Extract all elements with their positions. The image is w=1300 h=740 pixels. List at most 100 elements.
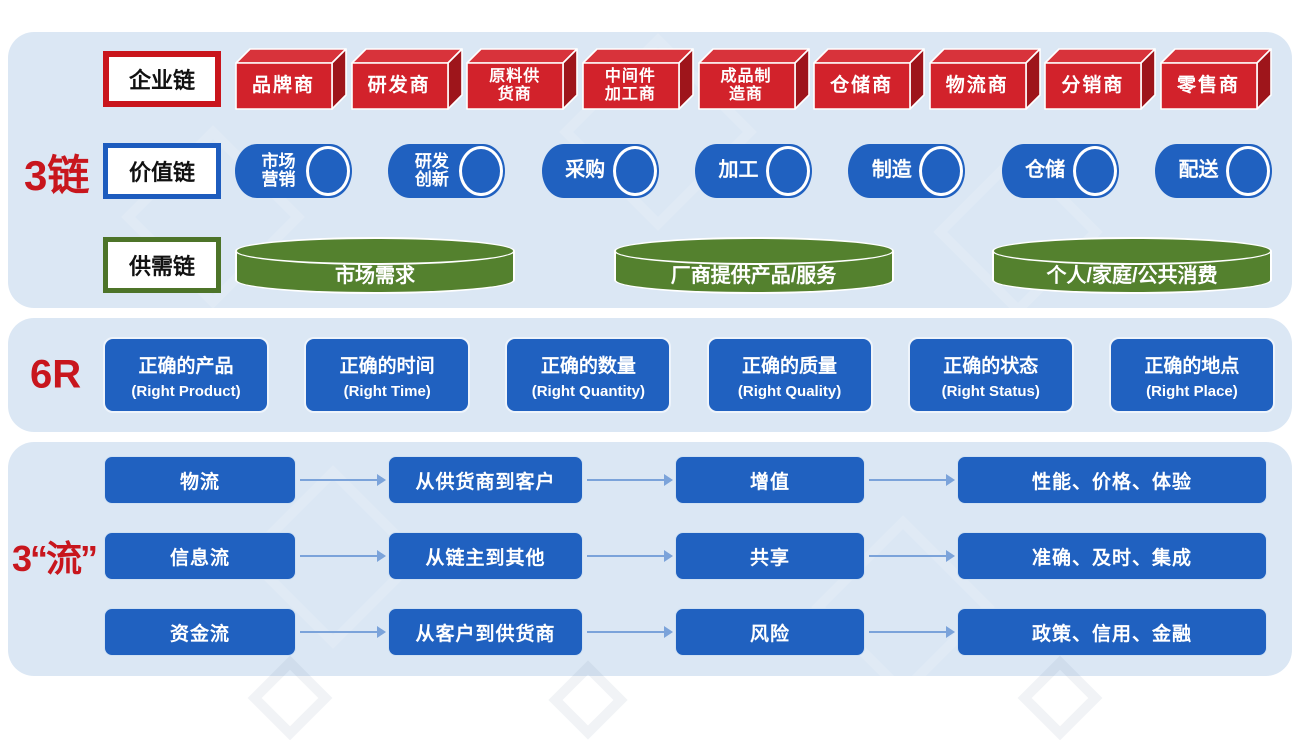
six-r-card: 正确的质量 (Right Quality) [706, 337, 873, 413]
arrow-right-icon [869, 474, 955, 486]
cube-label: 成品制 造商 [720, 68, 772, 103]
flow-box: 从客户到供货商 [388, 608, 583, 656]
flow-box: 资金流 [104, 608, 296, 656]
value-cylinder: 采购 [541, 144, 659, 198]
six-r-english: (Right Status) [941, 382, 1040, 400]
cylinder-cap-icon [612, 146, 657, 196]
enterprise-cube-strip: 品牌商 研发商 原料供 货商 中间件 加工商 成品制 造商 仓储商 [235, 48, 1272, 110]
supply-disk: 厂商提供产品/服务 [613, 236, 894, 294]
panel-six-r: 6R 正确的产品 (Right Product) 正确的时间 (Right Ti… [8, 318, 1292, 432]
supply-disk: 个人/家庭/公共消费 [992, 236, 1272, 294]
six-r-chinese: 正确的数量 [540, 355, 636, 377]
arrow-right-icon [300, 550, 386, 562]
arrow-right-icon [300, 626, 386, 638]
panel-three-flows: 3“流” 物流 从供货商到客户 增值 性能、价格、体验 信息流 从链主到其他 共… [8, 442, 1292, 699]
enterprise-chain-label: 企业链 [103, 51, 221, 107]
cylinder-cap-icon [1072, 146, 1117, 196]
flow-row-capital: 资金流 从客户到供货商 风险 政策、信用、金融 [104, 608, 1267, 656]
cube-3d-icon [466, 48, 579, 110]
cylinder-label: 制造 [871, 159, 912, 182]
panel-three-chains: 3链 企业链 品牌商 研发商 原料供 货商 中间件 加工商 成品制 造商 [8, 32, 1292, 317]
enterprise-cube: 品牌商 [235, 48, 347, 110]
cube-label: 仓储商 [830, 75, 894, 97]
enterprise-cube: 成品制 造商 [697, 48, 810, 110]
value-cylinder: 制造 [848, 144, 966, 198]
cube-label: 研发商 [367, 75, 431, 97]
cube-3d-icon [928, 48, 1041, 110]
cylinder-label: 加工 [718, 159, 759, 182]
enterprise-chain-row: 企业链 品牌商 研发商 原料供 货商 中间件 加工商 成品制 造商 [103, 45, 1272, 113]
flow-box: 准确、及时、集成 [957, 532, 1267, 580]
enterprise-cube: 仓储商 [813, 48, 925, 110]
cube-label: 分销商 [1061, 75, 1125, 97]
enterprise-cube: 分销商 [1044, 48, 1157, 110]
enterprise-cube: 中间件 加工商 [582, 48, 694, 110]
six-r-card: 正确的地点 (Right Place) [1108, 337, 1275, 413]
flow-row-information: 信息流 从链主到其他 共享 准确、及时、集成 [104, 532, 1267, 580]
arrow-right-icon [869, 626, 955, 638]
disk-top-icon [613, 236, 894, 265]
value-chain-label: 价值链 [103, 143, 221, 199]
value-cylinder-strip: 市场 营销 研发 创新 采购 加工 制造 仓储 [235, 144, 1272, 198]
section-label-six-r: 6R [30, 352, 82, 397]
cylinder-cap-icon [765, 146, 810, 196]
flow-box: 增值 [675, 456, 865, 504]
cube-label: 零售商 [1176, 75, 1240, 97]
flow-box: 物流 [104, 456, 296, 504]
cube-3d-icon [1160, 48, 1272, 110]
cube-3d-icon [235, 48, 347, 110]
disk-label: 厂商提供产品/服务 [670, 265, 837, 287]
six-r-chinese: 正确的时间 [339, 355, 435, 377]
section-label-three-flows: 3“流” [12, 538, 98, 579]
value-cylinder: 研发 创新 [388, 144, 506, 198]
supply-demand-chain-label: 供需链 [103, 237, 221, 293]
cylinder-cap-icon [1225, 146, 1270, 196]
six-r-chinese: 正确的质量 [742, 355, 838, 377]
disk-label: 市场需求 [335, 265, 415, 287]
cylinder-cap-icon [919, 146, 964, 196]
arrow-right-icon [300, 474, 386, 486]
enterprise-cube: 研发商 [350, 48, 463, 110]
cube-label: 品牌商 [251, 75, 315, 97]
cylinder-label: 采购 [565, 159, 606, 182]
cylinder-cap-icon [459, 146, 504, 196]
cube-label: 原料供 货商 [489, 68, 541, 103]
six-r-card: 正确的状态 (Right Status) [907, 337, 1074, 413]
disk-top-icon [235, 236, 515, 265]
six-r-card: 正确的数量 (Right Quantity) [505, 337, 672, 413]
six-r-strip: 正确的产品 (Right Product) 正确的时间 (Right Time)… [103, 337, 1275, 413]
value-chain-row: 价值链 市场 营销 研发 创新 采购 加工 制造 [103, 143, 1272, 199]
supply-demand-chain-row: 供需链 市场需求 厂商提供产品/服务 个人/家庭/公共消费 [103, 236, 1272, 294]
cube-label: 物流商 [945, 75, 1009, 97]
arrow-right-icon [587, 474, 673, 486]
cube-3d-icon [350, 48, 463, 110]
six-r-english: (Right Place) [1146, 382, 1238, 400]
six-r-english: (Right Quality) [737, 382, 842, 400]
supply-disk: 市场需求 [235, 236, 515, 294]
cube-3d-icon [697, 48, 810, 110]
value-cylinder: 配送 [1154, 144, 1272, 198]
supply-disk-strip: 市场需求 厂商提供产品/服务 个人/家庭/公共消费 [235, 236, 1272, 294]
arrow-right-icon [869, 550, 955, 562]
six-r-english: (Right Quantity) [531, 382, 646, 400]
flow-row-logistics: 物流 从供货商到客户 增值 性能、价格、体验 [104, 456, 1267, 504]
value-cylinder: 加工 [694, 144, 812, 198]
flow-box: 从链主到其他 [388, 532, 583, 580]
value-cylinder: 市场 营销 [235, 144, 352, 198]
flow-box: 风险 [675, 608, 865, 656]
value-cylinder: 仓储 [1001, 144, 1119, 198]
flow-box: 从供货商到客户 [388, 456, 583, 504]
cube-label: 中间件 加工商 [604, 68, 656, 103]
disk-top-icon [992, 236, 1272, 265]
enterprise-cube: 原料供 货商 [466, 48, 579, 110]
cube-3d-icon [813, 48, 925, 110]
arrow-right-icon [587, 626, 673, 638]
six-r-card: 正确的产品 (Right Product) [103, 337, 269, 413]
section-label-three-chains: 3链 [24, 152, 90, 199]
flow-box: 性能、价格、体验 [957, 456, 1267, 504]
cylinder-label: 配送 [1178, 159, 1219, 182]
cube-3d-icon [582, 48, 694, 110]
six-r-chinese: 正确的地点 [1144, 355, 1240, 377]
cylinder-label: 仓储 [1025, 159, 1066, 182]
cylinder-cap-icon [306, 146, 350, 196]
